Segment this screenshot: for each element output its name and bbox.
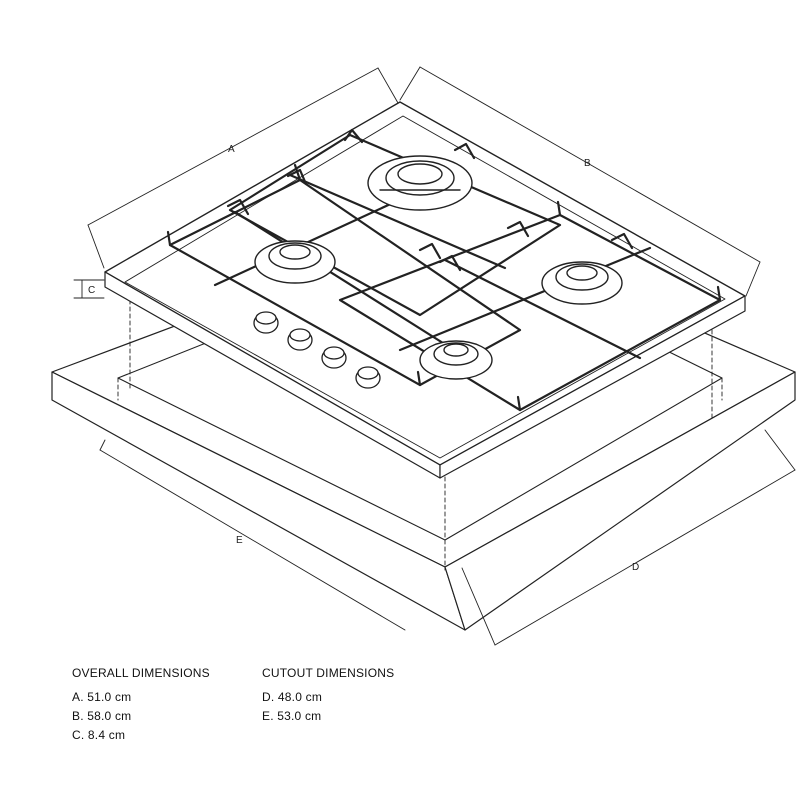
knob-3 — [321, 346, 347, 369]
label-a: A — [228, 144, 235, 155]
label-d: D — [632, 562, 639, 573]
cutout-dimensions-heading: CUTOUT DIMENSIONS — [262, 666, 395, 680]
dimension-a: A. 51.0 cm — [72, 690, 132, 704]
dimension-d: D. 48.0 cm — [262, 690, 323, 704]
burner-right-medium — [541, 261, 623, 305]
label-e: E — [236, 535, 243, 546]
dimension-lines — [73, 66, 796, 646]
burner-front-small — [419, 340, 493, 380]
dimension-e: E. 53.0 cm — [262, 709, 322, 723]
cutout-dimensions: CUTOUT DIMENSIONS D. 48.0 cm E. 53.0 cm — [262, 666, 394, 728]
knob-4 — [355, 366, 381, 389]
knob-2 — [287, 328, 313, 351]
burner-left-medium — [254, 240, 336, 284]
overall-dimensions: OVERALL DIMENSIONS A. 51.0 cm B. 58.0 cm… — [72, 666, 210, 747]
overall-dimensions-heading: OVERALL DIMENSIONS — [72, 666, 210, 680]
knob-1 — [253, 311, 279, 334]
control-knobs — [253, 311, 381, 389]
grate-left — [166, 163, 522, 387]
cutout-hidden-lines — [117, 299, 723, 571]
grate-rear — [228, 128, 562, 317]
burner-rear-large — [367, 155, 473, 211]
label-c: C — [88, 285, 95, 296]
label-b: B — [584, 158, 591, 169]
cooktop-dimension-drawing: A B C D E — [51, 66, 796, 646]
dimension-c: C. 8.4 cm — [72, 728, 126, 742]
dimension-b: B. 58.0 cm — [72, 709, 132, 723]
